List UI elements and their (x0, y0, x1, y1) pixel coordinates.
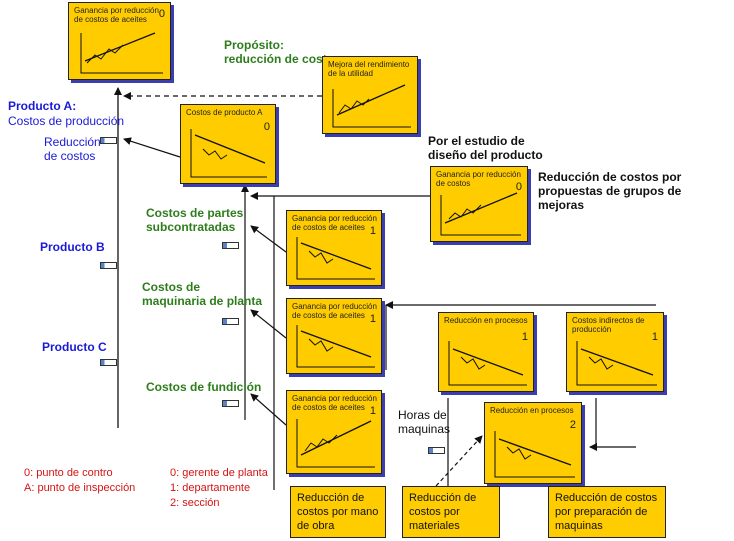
mini-chart-falling (494, 431, 575, 478)
card-level: 0 (158, 8, 165, 20)
mini-chart-falling (296, 237, 375, 280)
card-level: 0 (515, 181, 522, 193)
card-level: 0 (263, 121, 270, 133)
control-point-a (100, 137, 117, 144)
mini-chart-rising (440, 192, 521, 236)
mini-chart-falling (296, 325, 375, 368)
mini-chart-falling (190, 129, 267, 178)
card-level: 1 (369, 225, 376, 237)
producto-b-label: Producto B (40, 240, 105, 254)
card-level: 1 (521, 331, 528, 343)
producto-c-label: Producto C (42, 340, 107, 354)
card-level: 2 (569, 419, 576, 431)
control-point-b (100, 262, 117, 269)
card-title: Reducción en procesos (490, 406, 574, 415)
card-level: 1 (369, 313, 376, 325)
costos-fundicion-label: Costos de fundición (146, 380, 262, 394)
card-costos-producto-a: Costos de producto A 0 (180, 104, 276, 184)
control-point-maquinaria (222, 318, 239, 325)
control-point-partes (222, 242, 239, 249)
mini-chart-falling (576, 341, 657, 386)
mini-chart-rising (80, 32, 163, 74)
control-point-c (100, 359, 117, 366)
mini-chart-rising (296, 419, 375, 468)
card-reduccion-procesos: Reducción en procesos 1 (438, 312, 534, 392)
mini-chart-falling (448, 341, 527, 386)
control-point-fundicion (222, 400, 239, 407)
card-title: Reducción en procesos (444, 316, 528, 325)
card-reduccion-procesos-seccion: Reducción en procesos 2 (484, 402, 582, 484)
card-level: 1 (651, 331, 658, 343)
producto-a-subtitle: Costos de producción (8, 114, 125, 128)
control-point-horas (428, 447, 445, 454)
purpose-label: Propósito:reducción de costos (224, 38, 341, 66)
card-level: 1 (369, 405, 376, 417)
card-title: Costos de producto A (186, 108, 263, 117)
producto-a-title: Producto A: (8, 99, 77, 113)
mini-chart-rising (332, 84, 411, 128)
